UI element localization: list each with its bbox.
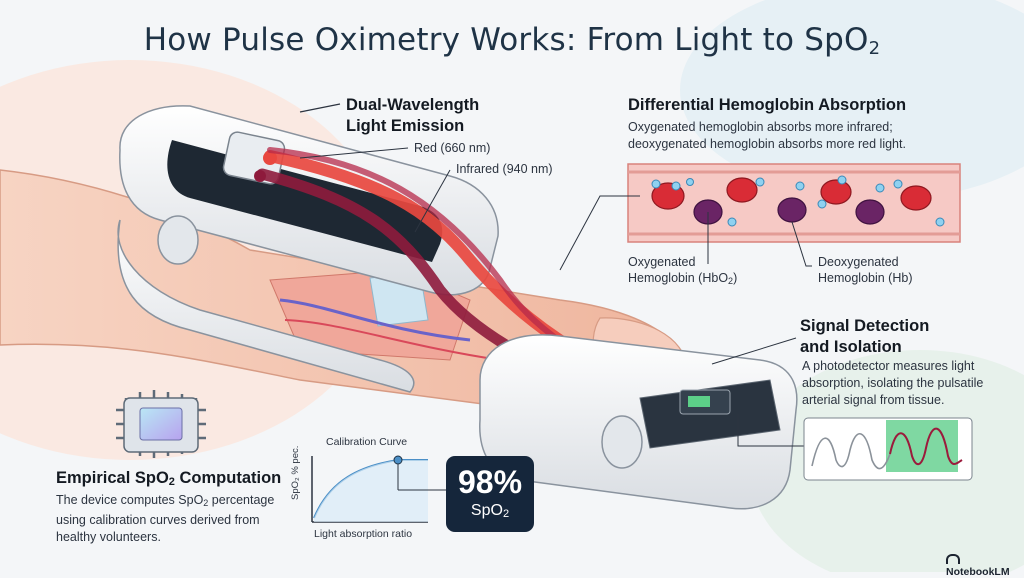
oximeter-lower-shell: [117, 219, 415, 393]
signal-leader: [737, 414, 806, 447]
tissue-signal-wave: [811, 432, 891, 470]
deoxygenated-hemoglobin-label: Deoxygenated Hemoglobin (Hb): [818, 255, 913, 285]
absorption-heading: Differential Hemoglobin Absorption: [628, 96, 907, 114]
red-leader: [299, 147, 409, 159]
pulsatile-highlight: [886, 420, 958, 472]
hinge-left: [157, 215, 199, 265]
deoxy-leader: [791, 221, 812, 267]
calibration-title: Calibration Curve: [326, 436, 408, 448]
hinge-right: [601, 415, 643, 469]
brand-label: NotebookLM: [946, 554, 1024, 578]
detection-heading: Signal Detection and Isolation: [800, 317, 930, 356]
arterial-signal-wave: [889, 427, 963, 466]
absorption-description: Oxygenated hemoglobin absorbs more infra…: [628, 120, 906, 151]
emission-leader: [299, 103, 341, 113]
emission-heading: Dual-Wavelength Light Emission: [346, 96, 480, 135]
infrared-wavelength-label: Infrared (940 nm): [456, 162, 553, 176]
spo2-value: 98%: [457, 464, 523, 500]
red-blood-cells: [651, 177, 932, 225]
calibration-area: [314, 460, 428, 522]
oxygenated-hemoglobin-label: Oxygenated Hemoglobin (HbO2): [628, 255, 738, 286]
calibration-x-label: Light absorption ratio: [314, 528, 413, 540]
vein-line: [279, 298, 471, 342]
page-title: How Pulse Oximetry Works: From Light to …: [143, 22, 881, 59]
microchip-icon: [116, 390, 206, 458]
detector-leader: [711, 337, 797, 365]
oxygen-molecules: [651, 175, 945, 227]
computation-description: The device computes SpO2 percentage usin…: [56, 493, 275, 544]
calibration-point: [393, 455, 403, 465]
infrared-leader: [414, 169, 451, 233]
spo2-unit: SpO2: [470, 502, 510, 520]
calibration-y-label: SpO₂ % pec.: [290, 445, 301, 500]
photodetector-sensor: [688, 396, 710, 407]
detection-description: A photodetector measures light absorptio…: [802, 359, 984, 407]
computation-heading: Empirical SpO2 Computation: [56, 469, 282, 488]
bg-wash-top-right: [680, 0, 1024, 200]
calibration-plot: [311, 455, 446, 523]
spo2-readout: 98% SpO2: [446, 456, 534, 532]
notebooklm-logo-icon: [946, 554, 960, 564]
artery-line: [284, 319, 501, 361]
vessel-leader: [559, 195, 640, 271]
red-wavelength-label: Red (660 nm): [414, 141, 491, 155]
